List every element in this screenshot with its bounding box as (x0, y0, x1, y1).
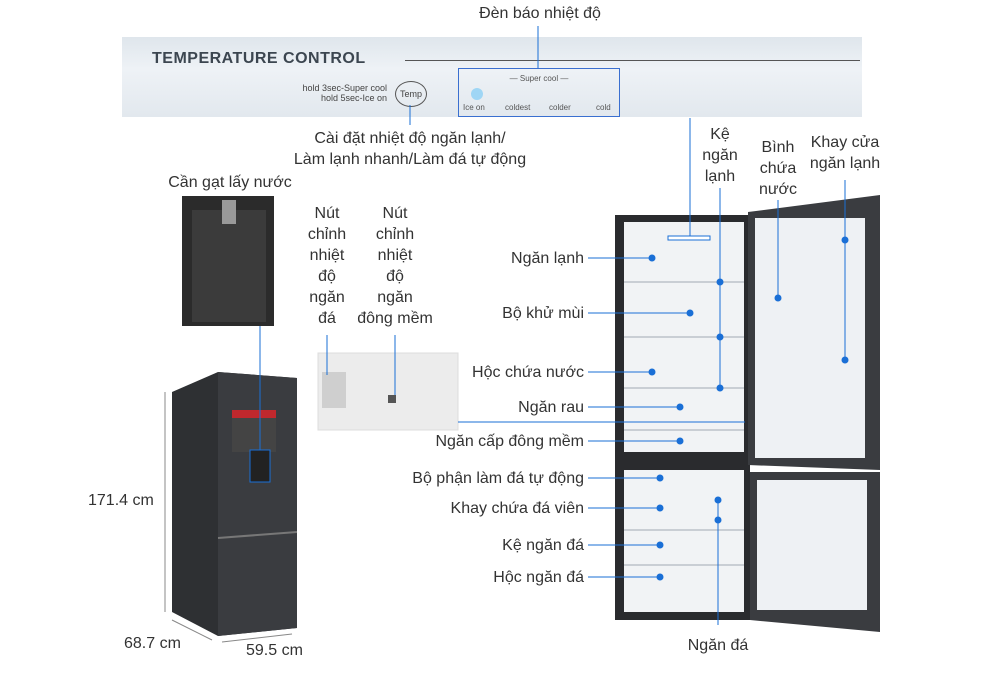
label-line: ngăn (309, 289, 345, 306)
temperature-control-panel: TEMPERATURE CONTROL hold 3sec-Super cool… (122, 37, 862, 117)
label-line: nước (758, 181, 798, 198)
ice-on-icon (471, 88, 483, 100)
label-freezer: Ngăn đá (687, 637, 749, 654)
indicator-coldest: coldest (505, 103, 531, 112)
label-fridge-shelf: Kệ ngăn lạnh (690, 124, 750, 187)
label-part: Ngăn cấp đông mềm (435, 433, 584, 450)
label-line: nhiệt (377, 247, 413, 264)
indicator-colder: colder (549, 103, 571, 112)
label-temp-setting: Cài đặt nhiệt độ ngăn lạnh/Làm lạnh nhan… (270, 128, 550, 170)
label-line: lạnh (704, 168, 736, 185)
label-line: độ (318, 268, 336, 285)
dimension-depth: 68.7 cm (124, 635, 181, 652)
label-part: Khay chứa đá viên (450, 500, 584, 517)
label-line: đông mềm (357, 310, 433, 327)
water-lever-image (222, 200, 236, 224)
label-line: Nút (314, 205, 340, 222)
label-line: chỉnh (307, 226, 347, 243)
panel-title: TEMPERATURE CONTROL (152, 50, 366, 67)
label-line: đá (318, 310, 336, 327)
indicator-ice-on: Ice on (463, 103, 485, 112)
divider (405, 60, 860, 61)
label-line: Nút (382, 205, 408, 222)
hold-2: hold 5sec-Ice on (320, 93, 387, 103)
label-freezer-knob: Nút chỉnh nhiệt độ ngăn đá (297, 203, 357, 329)
label-part: Ngăn rau (518, 399, 584, 416)
label-line: chỉnh (375, 226, 415, 243)
label-part: Kệ ngăn đá (502, 537, 584, 554)
label-part: Bộ khử mùi (502, 305, 584, 322)
label-soft-freeze-knob: Nút chỉnh nhiệt độ ngăn đông mềm (345, 203, 445, 329)
label-line: Bình (761, 139, 795, 156)
label-line: ngăn (377, 289, 413, 306)
label-line: Làm lạnh nhanh/Làm đá tự động (293, 151, 527, 168)
temp-button[interactable]: Temp (395, 81, 427, 107)
hold-1: hold 3sec-Super cool (302, 83, 387, 93)
super-cool-label: — Super cool — (509, 74, 569, 83)
label-line: ngăn (702, 147, 738, 164)
label-door-tray: Khay cửa ngăn lạnh (800, 132, 890, 174)
dimension-height: 171.4 cm (88, 492, 154, 509)
label-water-lever: Cần gạt lấy nước (168, 174, 292, 191)
label-line: Khay cửa (810, 134, 880, 151)
label-part: Hộc ngăn đá (493, 569, 584, 586)
label-line: chứa (759, 160, 797, 177)
label-indicator-light: Đèn báo nhiệt độ (479, 5, 601, 22)
label-part: Bộ phận làm đá tự động (412, 470, 584, 487)
indicator-cold: cold (596, 103, 611, 112)
label-part: Ngăn lạnh (511, 250, 584, 267)
dimension-width: 59.5 cm (246, 642, 303, 659)
label-line: nhiệt (309, 247, 345, 264)
label-line: ngăn lạnh (809, 155, 881, 172)
indicator-box: — Super cool — Ice on coldest colder col… (458, 68, 620, 117)
label-water-tank: Bình chứa nước (748, 137, 808, 200)
label-line: Kệ (710, 126, 730, 143)
label-line: Cài đặt nhiệt độ ngăn lạnh/ (314, 130, 506, 147)
label-line: độ (386, 268, 404, 285)
label-part: Hộc chứa nước (472, 364, 584, 381)
